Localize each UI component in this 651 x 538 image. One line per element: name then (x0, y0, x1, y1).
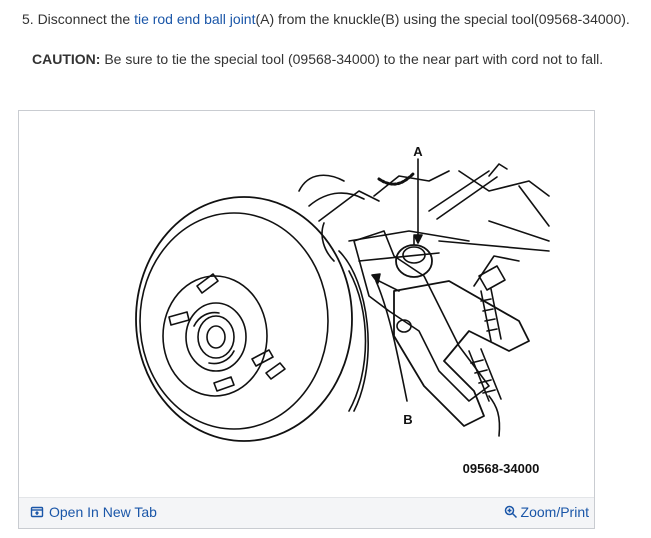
open-tab-icon (30, 506, 44, 518)
open-in-new-tab-label: Open In New Tab (49, 504, 157, 520)
steering-knuckle (353, 230, 490, 402)
ball-joint-removal-diagram[interactable]: A B 09568-34000 (19, 111, 594, 498)
callout-b-label: B (403, 412, 412, 427)
caution-note: CAUTION: Be sure to tie the special tool… (32, 49, 603, 69)
callout-leaders (371, 158, 501, 437)
wheel-studs (168, 273, 286, 392)
suspension-arm (298, 163, 550, 262)
figure-panel: A B 09568-34000 Open In New Tab Zoom/Pri… (18, 110, 595, 529)
figure-footer: Open In New Tab Zoom/Print (19, 497, 594, 528)
caution-text: Be sure to tie the special tool (09568-3… (100, 51, 604, 67)
brake-rotor (135, 196, 369, 442)
zoom-print-label: Zoom/Print (520, 504, 589, 520)
step-instruction: 5. Disconnect the tie rod end ball joint… (22, 9, 630, 29)
step-text-suffix: (A) from the knuckle(B) using the specia… (255, 11, 630, 27)
tie-rod-end-ball-joint-link[interactable]: tie rod end ball joint (134, 11, 256, 27)
tool-number-label: 09568-34000 (463, 461, 540, 476)
magnifier-icon (504, 505, 517, 519)
step-text-prefix: 5. Disconnect the (22, 11, 135, 27)
zoom-print-button[interactable]: Zoom/Print (504, 504, 589, 520)
special-tool-09568-34000 (393, 255, 530, 427)
tie-rod-end-ball-joint (395, 235, 433, 278)
open-in-new-tab-button[interactable]: Open In New Tab (30, 504, 157, 520)
caution-label: CAUTION: (32, 51, 101, 67)
callout-a-label: A (413, 144, 423, 159)
